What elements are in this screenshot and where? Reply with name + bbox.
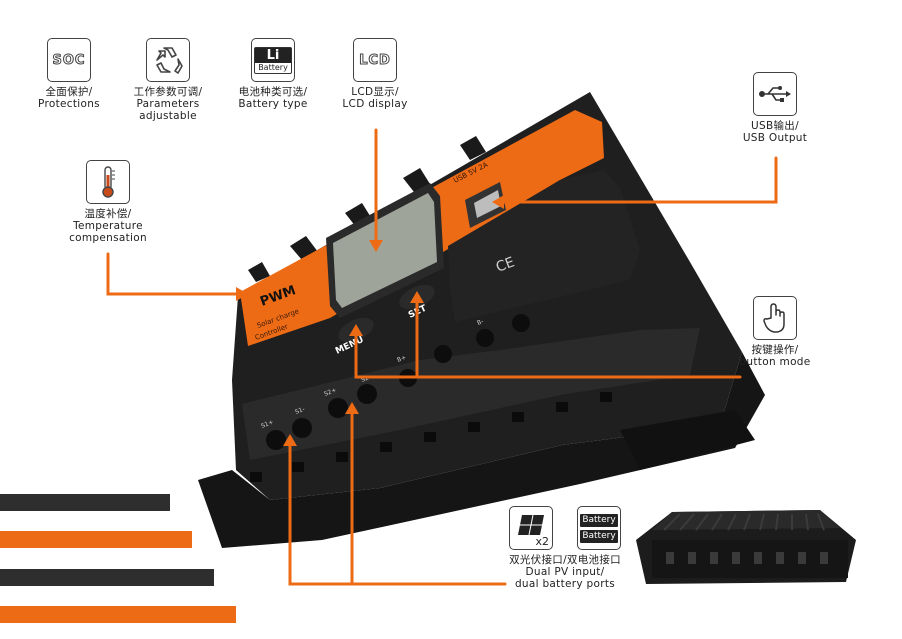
- button-mode-cn: 按键操作/: [751, 344, 799, 356]
- lcd-cn: LCD显示/: [351, 86, 399, 98]
- stripe-orange-1: [0, 531, 192, 548]
- battery-type-cn: 电池种类可选/: [238, 86, 308, 98]
- battery-type-en: Battery type: [238, 98, 308, 110]
- feature-battery-type: Li Battery 电池种类可选/ Battery type: [228, 38, 318, 110]
- dual-battery-icon: Battery Battery: [577, 506, 621, 550]
- port-label-s1-plus: S1+: [260, 419, 274, 430]
- feature-parameters: 工作参数可调/ Parameters adjustable: [118, 38, 218, 122]
- port-label-b-plus: B+: [396, 354, 407, 364]
- temperature-en: Temperature: [73, 220, 143, 232]
- dual-cn: 双光伏接口/双电池接口: [509, 554, 621, 566]
- ce-mark: CE: [494, 254, 517, 275]
- dual-en: Dual PV input/: [525, 566, 605, 578]
- dual-en-2: dual battery ports: [514, 578, 616, 590]
- usb-icon: [753, 72, 797, 116]
- soc-icon: SOC: [47, 38, 91, 82]
- port-label-s1-minus: S1-: [294, 406, 306, 416]
- parameters-cn: 工作参数可调/: [133, 86, 203, 98]
- x2-label: x2: [535, 535, 549, 548]
- button-mode-en: button mode: [739, 356, 811, 368]
- parameters-en-2: adjustable: [139, 110, 197, 122]
- usb-cn: USB输出/: [751, 120, 799, 132]
- stripe-dark-2: [0, 569, 214, 586]
- protections-en: Protections: [38, 98, 100, 110]
- usb-en: USB Output: [742, 132, 808, 144]
- battery-2-label: Battery: [580, 529, 618, 543]
- lcd-en: LCD display: [342, 98, 408, 110]
- heatsink-device-illustration: [636, 510, 856, 584]
- port-label-b-minus: B-: [476, 318, 484, 327]
- feature-lcd: LCD LCD显示/ LCD display: [330, 38, 420, 110]
- feature-dual-ports: x2 Battery Battery 双光伏接口/双电池接口 Dual PV i…: [500, 506, 630, 590]
- battery-text: Battery: [258, 62, 288, 72]
- port-label-s2-plus: S2+: [323, 387, 337, 398]
- feature-protections: SOC 全面保护/ Protections: [24, 38, 114, 110]
- recycle-icon: [146, 38, 190, 82]
- port-label-s2-minus: S2-: [360, 374, 372, 384]
- feature-button-mode: 按键操作/ button mode: [728, 296, 822, 368]
- thermometer-icon: [86, 160, 130, 204]
- soc-icon-text: SOC: [52, 52, 86, 68]
- hand-pointer-icon: [753, 296, 797, 340]
- feature-usb: USB输出/ USB Output: [730, 72, 820, 144]
- temperature-en-2: compensation: [69, 232, 147, 244]
- lcd-icon-text: LCD: [359, 52, 391, 68]
- protections-cn: 全面保护/: [45, 86, 93, 98]
- solar-panel-icon: x2: [509, 506, 553, 550]
- feature-temperature: 温度补偿/ Temperature compensation: [56, 160, 160, 244]
- parameters-en: Parameters: [136, 98, 200, 110]
- battery-1-label: Battery: [580, 513, 618, 527]
- stripe-dark-1: [0, 494, 170, 511]
- li-battery-icon: Li Battery: [251, 38, 295, 82]
- li-text: Li: [255, 47, 291, 63]
- stripe-orange-2: [0, 606, 236, 623]
- lcd-icon: LCD: [353, 38, 397, 82]
- temperature-cn: 温度补偿/: [84, 208, 132, 220]
